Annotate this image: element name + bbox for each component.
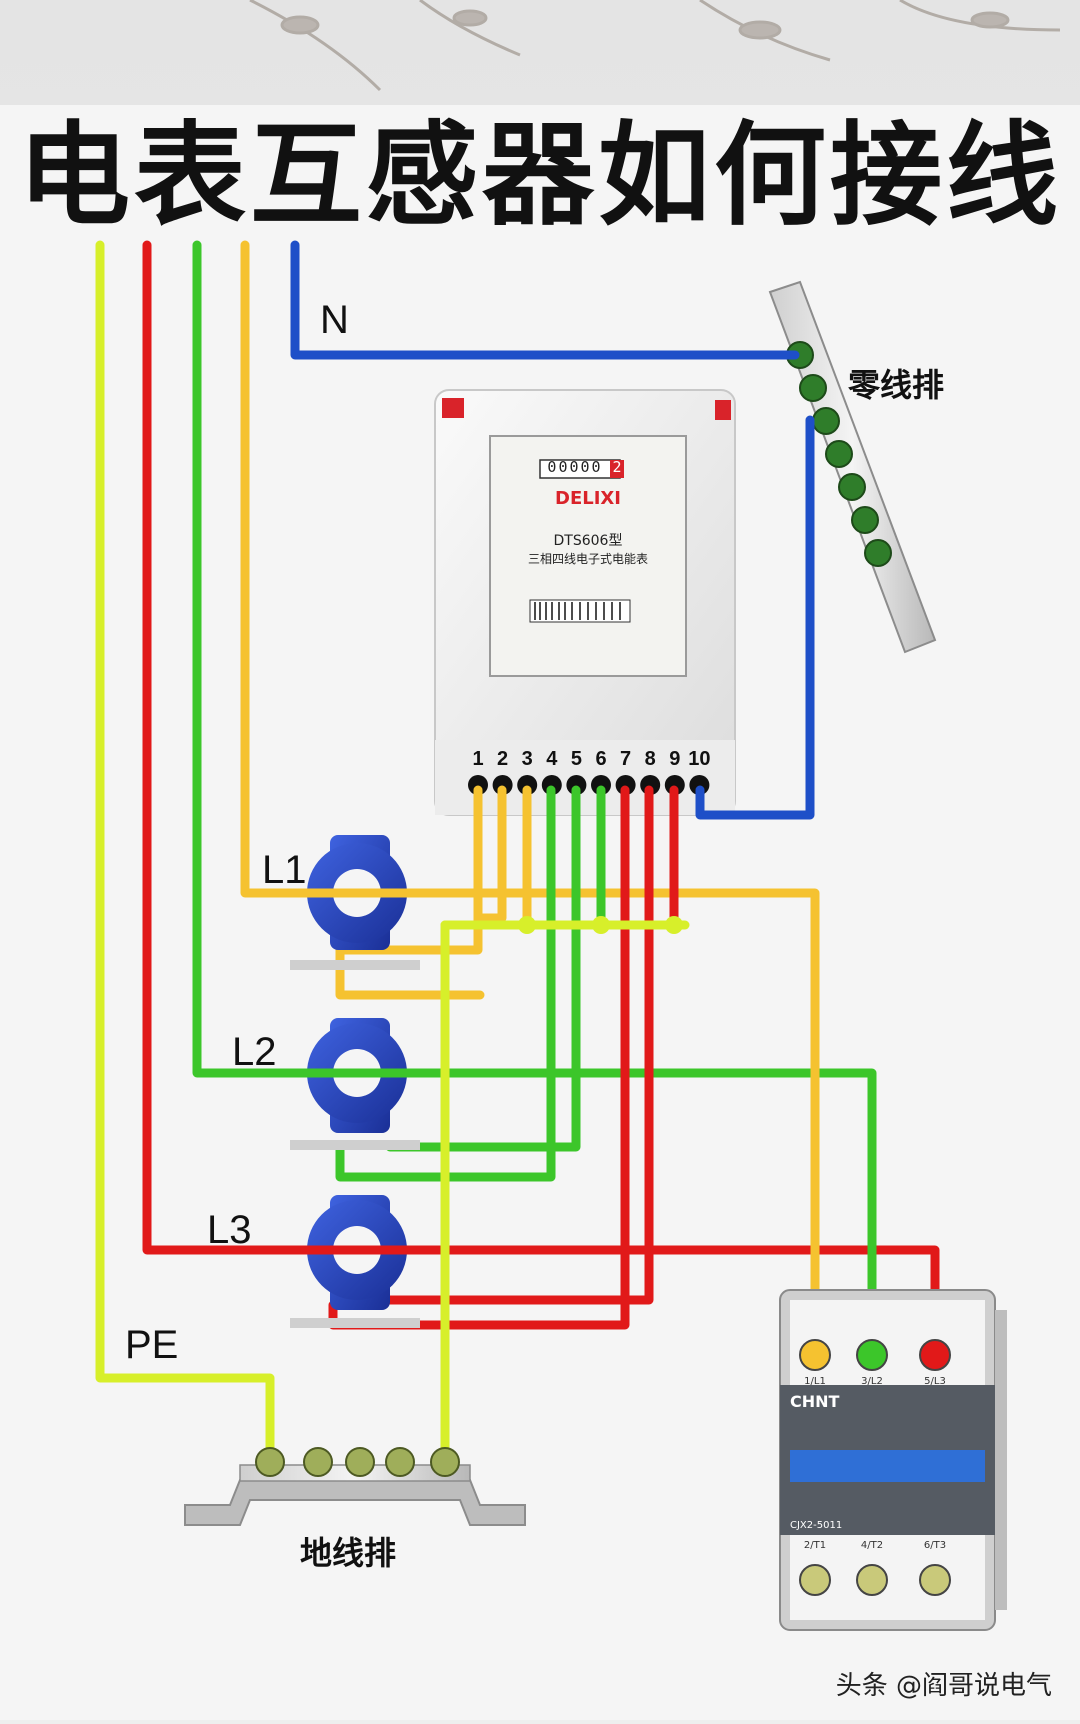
contactor-terminal-label: 6/T3 [923,1540,947,1551]
wires-through-ct [147,888,430,1255]
contactor-terminal-label: 1/L1 [804,1376,826,1387]
wire-n [290,240,800,360]
contactor-terminal-label: 2/T1 [803,1540,827,1551]
meter-terminal-number: 6 [595,748,607,770]
branch-decoration [249,0,1061,92]
meter-terminal-number: 3 [521,748,533,770]
wire-meter-8 [385,785,654,1305]
meter-seal-left [442,398,464,418]
contactor-top-terminals [799,1339,951,1371]
contactor-model: CJX2-5011 [790,1520,843,1531]
energy-meter [434,389,736,816]
wire-pe [95,240,275,1460]
label-n: N [320,298,349,342]
page-title: 电表互感器如何接线 [18,111,1062,241]
meter-terminal-number: 2 [497,748,509,770]
meter-brand: DELIXI [555,488,621,509]
contactor-terminal-label: 4/T2 [860,1540,884,1551]
meter-terminal-number: 7 [620,748,632,770]
meter-counter-last: 2 [612,458,622,476]
contactor-bottom-terminals [799,1564,951,1596]
label-pe: PE [125,1323,179,1367]
neutral-bar [768,280,937,654]
wire-meter-2 [475,785,507,923]
label-ground-bar: 地线排 [300,1534,397,1572]
label-l2: L2 [232,1030,277,1074]
junction-dots [518,916,683,934]
meter-model: DTS606型 [553,533,623,549]
meter-terminal-number: 10 [688,748,711,770]
meter-terminal-number: 8 [644,748,656,770]
meter-terminal-number: 5 [570,748,582,770]
meter-terminal-screw [517,775,538,795]
contactor-terminal-label: 5/L3 [924,1376,946,1387]
wire-l2 [192,240,877,1350]
meter-terminal-number: 9 [669,748,681,770]
meter-terminal-number: 1 [472,748,484,770]
meter-counter-value: 00000 [547,458,603,476]
wire-n-to-meter [695,415,815,820]
contactor [779,1289,1007,1631]
meter-terminal-screw [566,775,587,795]
contactor-window [790,1450,985,1482]
neutral-bar-screws [786,341,892,567]
wire-meter-7 [328,785,630,1330]
label-neutral-bar: 零线排 [848,366,945,404]
meter-barcode-lines [534,602,621,620]
label-l3: L3 [207,1208,252,1252]
label-l1: L1 [262,848,307,892]
meter-terminal-screw [468,775,488,795]
contactor-brand: CHNT [790,1392,840,1411]
meter-counter-last-digit [610,460,624,478]
meter-description: 三相四线电子式电能表 [527,552,648,566]
meter-seal-right [715,400,731,420]
meter-terminal-number: 4 [546,748,558,770]
meter-terminal-screws [468,775,710,795]
meter-terminal-screw [591,775,611,795]
wire-meter-5 [385,785,581,1152]
ground-bar [184,1447,526,1526]
contactor-terminal-label: 3/L2 [861,1376,883,1387]
meter-terminal-block [435,740,735,815]
watermark: 头条 @阎哥说电气 [835,1671,1052,1701]
ground-bar-screws [255,1447,460,1477]
